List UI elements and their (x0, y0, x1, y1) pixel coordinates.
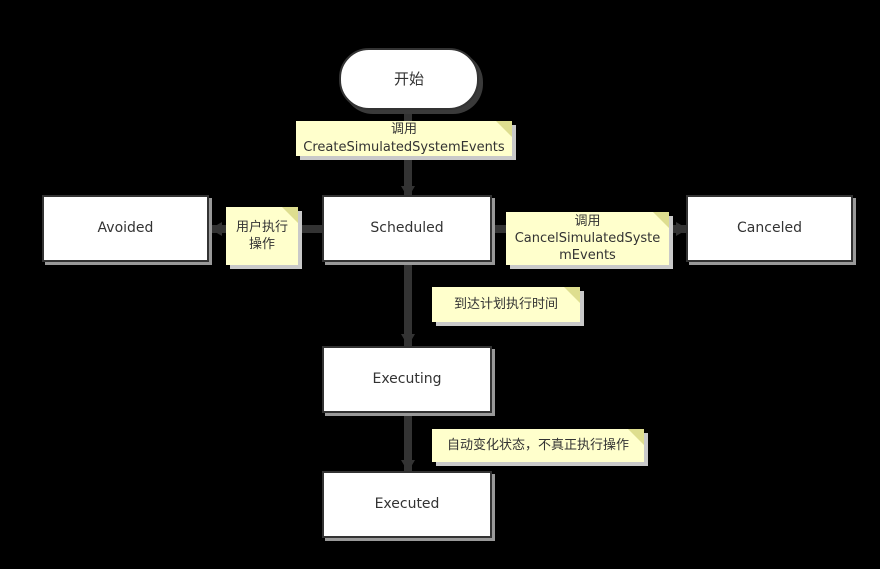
note-fold-icon (564, 287, 580, 303)
node-scheduled-label: Scheduled (370, 219, 444, 236)
arrowhead-executing-top (401, 334, 415, 346)
node-avoided-label: Avoided (97, 219, 154, 236)
arrowhead-canceled-left (676, 222, 688, 236)
note-cancel-label: 调用 CancelSimulatedSyste mEvents (514, 213, 661, 264)
node-canceled[interactable]: Canceled (686, 195, 853, 262)
note-user-action-label: 用户执行 操作 (235, 219, 288, 252)
note-due-time-label: 到达计划执行时间 (453, 296, 558, 312)
node-executing[interactable]: Executing (322, 346, 492, 413)
node-avoided[interactable]: Avoided (42, 195, 209, 262)
note-fold-icon (653, 212, 669, 228)
note-create-simulated-system-events[interactable]: 调用 CreateSimulatedSystemEvents (296, 121, 512, 156)
node-executed[interactable]: Executed (322, 471, 492, 538)
note-fold-icon (628, 429, 644, 445)
edge-scheduled-to-executing (404, 262, 412, 346)
note-fold-icon (496, 121, 512, 137)
note-due-time[interactable]: 到达计划执行时间 (432, 287, 580, 322)
note-create-label: 调用 CreateSimulatedSystemEvents (303, 122, 505, 155)
node-scheduled[interactable]: Scheduled (322, 195, 492, 262)
note-fold-icon (282, 207, 298, 223)
note-cancel-simulated-system-events[interactable]: 调用 CancelSimulatedSyste mEvents (506, 212, 669, 265)
node-start[interactable]: 开始 (339, 48, 479, 110)
node-start-label: 开始 (393, 69, 424, 88)
arrowhead-avoided-right (210, 222, 222, 236)
note-auto-change-label: 自动变化状态，不真正执行操作 (446, 437, 629, 453)
node-canceled-label: Canceled (737, 219, 802, 236)
note-user-action[interactable]: 用户执行 操作 (226, 207, 298, 265)
edge-executing-to-executed (404, 412, 412, 472)
arrowhead-executed-top (401, 460, 415, 472)
node-executing-label: Executing (372, 370, 442, 387)
note-auto-change[interactable]: 自动变化状态，不真正执行操作 (432, 429, 644, 462)
node-executed-label: Executed (374, 495, 440, 512)
